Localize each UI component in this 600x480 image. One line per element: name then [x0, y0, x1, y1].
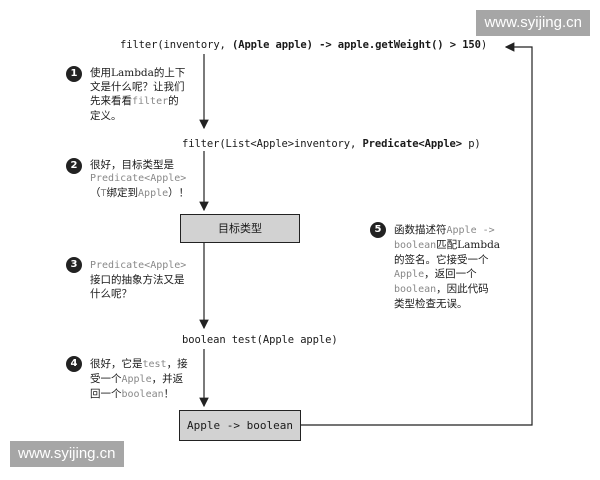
arrow-signature-back-to-filter	[300, 42, 533, 426]
step-4-badge: 4	[66, 356, 82, 372]
step-2-note: 很好，目标类型是 Predicate<Apple> （T绑定到Apple）！	[90, 159, 190, 199]
step-1-note: 使用Lambda的上下 文是什么呢？让我们 先来看看filter的 定义。	[90, 67, 186, 122]
step-2-badge: 2	[66, 158, 82, 174]
step-3-note: Predicate<Apple> 接口的抽象方法又是 什么呢？	[90, 260, 187, 300]
target-type-box: 目标类型	[180, 214, 300, 243]
filter-definition-code: filter(List<Apple>inventory, Predicate<A…	[182, 138, 481, 150]
step-1-badge: 1	[66, 66, 82, 82]
watermark-top: www.syijing.cn	[476, 10, 590, 36]
watermark-bottom: www.syijing.cn	[10, 441, 124, 467]
test-method-code: boolean test(Apple apple)	[182, 334, 338, 346]
filter-call-code: filter(inventory, (Apple apple) -> apple…	[120, 39, 488, 51]
step-3-badge: 3	[66, 257, 82, 273]
signature-box: Apple -> boolean	[179, 410, 301, 441]
step-5-note: 函数描述符Apple -> boolean匹配Lambda 的签名。它接受一个 …	[394, 224, 501, 310]
step-5-badge: 5	[370, 222, 386, 238]
step-4-note: 很好，它是test，接 受一个Apple，并返 回一个boolean！	[90, 358, 188, 400]
